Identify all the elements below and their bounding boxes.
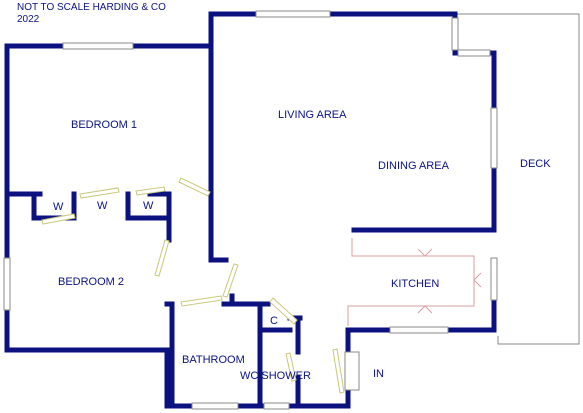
room-label-wc-shower: WC/SHOWER: [240, 370, 311, 382]
door-wardrobe-2: [79, 187, 120, 199]
deck-outline: [456, 13, 580, 345]
window-corner-b: [457, 49, 491, 57]
door-entrance: [332, 348, 345, 394]
room-label-bedroom2: BEDROOM 2: [58, 276, 125, 288]
window-kitchen-side: [490, 257, 498, 301]
window-entrance: [344, 351, 360, 391]
window-corner-a: [451, 17, 459, 51]
kitchen-counter: [347, 238, 482, 326]
room-label-deck: DECK: [520, 158, 551, 170]
wardrobe-label-3: W: [143, 200, 154, 212]
room-label-cupboard: C: [270, 315, 278, 327]
door-bathroom: [180, 295, 223, 307]
door-bedroom1: [178, 177, 211, 197]
door-wardrobe-1: [41, 213, 76, 225]
window-wc-bottom: [263, 402, 290, 410]
door-cupboard: [269, 297, 298, 325]
window-bedroom1-top: [62, 42, 134, 50]
door-wardrobe-3: [135, 186, 166, 196]
room-label-entrance: IN: [373, 368, 384, 380]
walls: [4, 11, 497, 409]
room-label-bathroom: BATHROOM: [182, 354, 245, 366]
plan-note: NOT TO SCALE HARDING & CO 2022: [17, 2, 166, 26]
wardrobe-label-1: W: [53, 201, 64, 213]
plan-note-line1: NOT TO SCALE HARDING & CO: [17, 2, 166, 13]
window-deck-side: [490, 107, 498, 169]
window-kitchen-bottom: [389, 326, 449, 334]
door-hall: [222, 263, 239, 298]
windows: [3, 10, 498, 410]
window-bathroom-bottom: [191, 402, 239, 410]
room-label-living: LIVING AREA: [278, 109, 347, 121]
door-bedroom2: [154, 239, 170, 277]
wardrobe-label-2: W: [97, 200, 108, 212]
door-wc: [285, 352, 297, 382]
room-label-bedroom1: BEDROOM 1: [71, 119, 138, 131]
doors: [41, 177, 345, 394]
room-label-kitchen: KITCHEN: [391, 278, 440, 290]
plan-note-line2: 2022: [17, 14, 40, 25]
room-label-dining: DINING AREA: [378, 160, 449, 172]
window-living-top: [255, 10, 331, 18]
window-bedroom2-side: [3, 257, 11, 311]
